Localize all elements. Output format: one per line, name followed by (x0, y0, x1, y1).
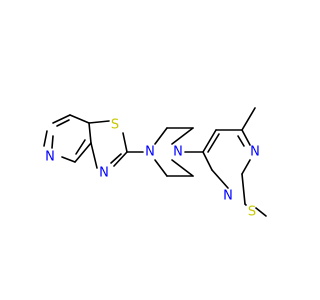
bond (241, 159, 251, 175)
atom-label-n-pyrimidine-bottom: N (223, 189, 233, 204)
bond (237, 135, 245, 147)
bond (51, 135, 54, 149)
atom-label-s-thiazole: S (111, 118, 119, 133)
bond (255, 207, 267, 217)
atom-layer: S N N N N N N S (45, 118, 260, 220)
bond (113, 151, 128, 167)
bond (74, 142, 92, 163)
bond (241, 173, 246, 205)
bond (90, 142, 98, 169)
bond (75, 139, 86, 155)
bond (110, 153, 122, 164)
bond (154, 127, 168, 145)
bond (122, 132, 128, 153)
bond (202, 129, 217, 153)
bond (154, 159, 168, 177)
bond (88, 122, 92, 144)
bond (43, 130, 48, 147)
bond (202, 151, 213, 171)
bond (61, 156, 76, 163)
bond (244, 203, 247, 206)
bond (211, 169, 229, 189)
bond (88, 120, 110, 124)
bond (171, 159, 194, 177)
bond (69, 114, 90, 124)
atom-label-n-piperazine-right: N (173, 145, 183, 160)
bond (241, 129, 251, 146)
bond (52, 114, 71, 124)
atom-label-s-methylthio: S (248, 205, 256, 220)
bond-layer (43, 107, 267, 217)
bond (171, 127, 194, 145)
atom-label-n-pyrimidine-top: N (250, 145, 260, 160)
bond (207, 133, 220, 153)
atom-label-n-piperazine-left: N (145, 145, 155, 160)
molecule-structure: S N N N N N N S (43, 107, 267, 220)
atom-label-n-thiazole: N (99, 166, 109, 181)
atom-label-n-pyridine: N (45, 150, 55, 165)
bond (56, 119, 70, 127)
bond (241, 107, 256, 131)
